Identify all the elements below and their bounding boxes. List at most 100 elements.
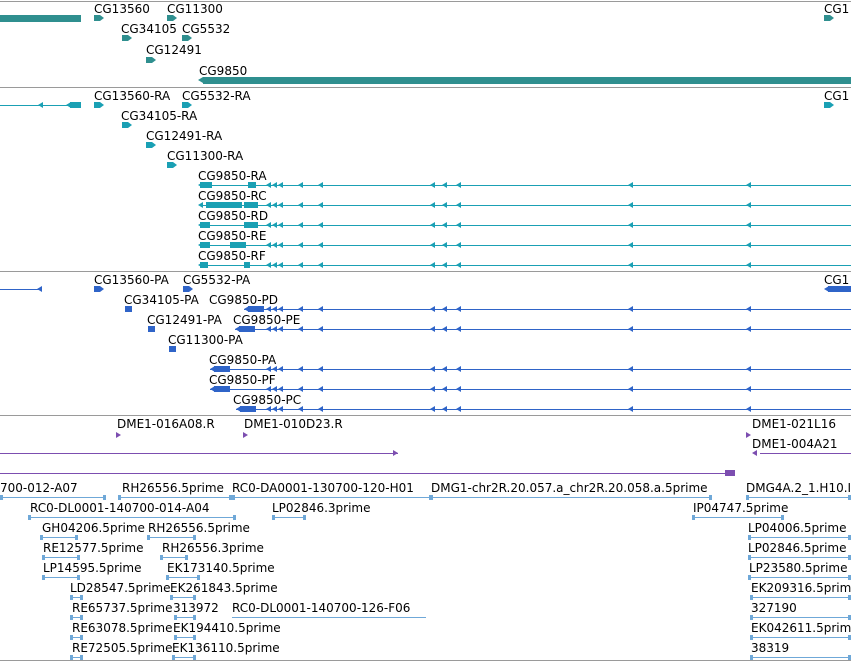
- est-glyph[interactable]: [80, 635, 83, 640]
- est-glyph[interactable]: [692, 515, 695, 520]
- transcript-glyph[interactable]: [298, 202, 303, 208]
- gene-label[interactable]: CG13560: [94, 2, 150, 16]
- protein-glyph[interactable]: [628, 366, 633, 372]
- est-label[interactable]: 313972: [173, 601, 219, 615]
- protein-glyph[interactable]: [169, 346, 176, 352]
- est-glyph[interactable]: [748, 535, 751, 540]
- est-glyph[interactable]: [172, 655, 175, 660]
- protein-glyph[interactable]: [456, 386, 461, 392]
- est-label[interactable]: 700-012-A07: [0, 481, 78, 495]
- est-glyph[interactable]: [197, 575, 200, 580]
- transcript-glyph[interactable]: [746, 182, 751, 188]
- est-glyph[interactable]: [118, 495, 121, 500]
- est-glyph[interactable]: [160, 555, 163, 560]
- protein-glyph[interactable]: [272, 306, 277, 312]
- protein-label[interactable]: CG11300-PA: [168, 333, 243, 347]
- transcript-glyph[interactable]: [244, 262, 250, 268]
- transcript-glyph[interactable]: [442, 182, 447, 188]
- est-glyph[interactable]: [193, 655, 196, 660]
- transcript-glyph[interactable]: [824, 102, 830, 108]
- est-glyph[interactable]: [80, 655, 83, 660]
- transcript-glyph[interactable]: [167, 162, 173, 168]
- transcript-glyph[interactable]: [628, 182, 633, 188]
- transcript-glyph[interactable]: [198, 182, 203, 188]
- transcript-glyph[interactable]: [278, 182, 283, 188]
- protein-glyph[interactable]: [183, 286, 189, 292]
- bac-end-label[interactable]: DME1-021L16: [752, 417, 836, 431]
- gene-glyph[interactable]: [203, 77, 851, 84]
- transcript-glyph[interactable]: [198, 222, 203, 228]
- protein-glyph[interactable]: [442, 366, 447, 372]
- protein-glyph[interactable]: [266, 366, 271, 372]
- bac-end-label[interactable]: DME1-016A08.R: [117, 417, 215, 431]
- gene-glyph[interactable]: [152, 57, 156, 63]
- bac-end-glyph[interactable]: [116, 432, 121, 438]
- transcript-glyph[interactable]: [278, 262, 283, 268]
- transcript-glyph[interactable]: [298, 262, 303, 268]
- est-glyph[interactable]: [147, 535, 150, 540]
- transcript-label[interactable]: CG9850-RA: [198, 169, 267, 183]
- est-glyph[interactable]: [746, 495, 749, 500]
- transcript-glyph[interactable]: [456, 262, 461, 268]
- protein-glyph[interactable]: [189, 286, 193, 292]
- protein-glyph[interactable]: [628, 406, 633, 412]
- est-label[interactable]: EK173140.5prime: [167, 561, 275, 575]
- protein-glyph[interactable]: [298, 306, 303, 312]
- transcript-glyph[interactable]: [430, 182, 435, 188]
- transcript-glyph[interactable]: [244, 202, 258, 208]
- est-label[interactable]: EK136110.5prime: [172, 641, 280, 655]
- est-glyph[interactable]: [77, 575, 80, 580]
- transcript-glyph[interactable]: [173, 162, 177, 168]
- protein-label[interactable]: CG1: [824, 273, 850, 287]
- est-label[interactable]: LP02846.5prime: [748, 541, 847, 555]
- gene-glyph[interactable]: [128, 35, 132, 41]
- protein-glyph[interactable]: [244, 306, 249, 312]
- est-label[interactable]: RE12577.5prime: [43, 541, 144, 555]
- est-label[interactable]: LP02846.3prime: [272, 501, 371, 515]
- est-glyph[interactable]: [185, 555, 188, 560]
- est-glyph[interactable]: [193, 615, 196, 620]
- gene-glyph[interactable]: [167, 15, 173, 21]
- gene-glyph[interactable]: [188, 35, 192, 41]
- est-glyph[interactable]: [848, 595, 851, 600]
- transcript-glyph[interactable]: [272, 202, 277, 208]
- protein-glyph[interactable]: [430, 406, 435, 412]
- transcript-label[interactable]: CG5532-RA: [182, 89, 251, 103]
- protein-glyph[interactable]: [272, 406, 277, 412]
- protein-glyph[interactable]: [430, 306, 435, 312]
- protein-label[interactable]: CG9850-PC: [233, 393, 302, 407]
- transcript-glyph[interactable]: [266, 202, 271, 208]
- protein-glyph[interactable]: [746, 386, 751, 392]
- transcript-glyph[interactable]: [442, 262, 447, 268]
- est-glyph[interactable]: [272, 515, 275, 520]
- est-glyph[interactable]: [848, 655, 851, 660]
- transcript-glyph[interactable]: [198, 242, 203, 248]
- est-glyph[interactable]: [70, 655, 73, 660]
- gene-glyph[interactable]: [0, 15, 81, 22]
- est-glyph[interactable]: [70, 595, 73, 600]
- est-label[interactable]: DMG1-chr2R.20.057.a_chr2R.20.058.a.5prim…: [431, 481, 708, 495]
- est-label[interactable]: LP14595.5prime: [43, 561, 142, 575]
- est-glyph[interactable]: [750, 635, 753, 640]
- protein-glyph[interactable]: [298, 366, 303, 372]
- protein-glyph[interactable]: [272, 366, 277, 372]
- transcript-glyph[interactable]: [456, 222, 461, 228]
- protein-glyph[interactable]: [298, 386, 303, 392]
- transcript-glyph[interactable]: [188, 102, 192, 108]
- gene-label[interactable]: CG11300: [167, 2, 223, 16]
- protein-glyph[interactable]: [456, 366, 461, 372]
- est-glyph[interactable]: [28, 515, 31, 520]
- est-label[interactable]: RC0-DL0001-140700-014-A04: [30, 501, 210, 515]
- protein-label[interactable]: CG12491-PA: [147, 313, 222, 327]
- est-glyph[interactable]: [80, 615, 83, 620]
- est-label[interactable]: EK209316.5prime: [751, 581, 851, 595]
- est-glyph[interactable]: [748, 555, 751, 560]
- est-glyph[interactable]: [70, 635, 73, 640]
- transcript-glyph[interactable]: [746, 262, 751, 268]
- protein-glyph[interactable]: [266, 406, 271, 412]
- protein-glyph[interactable]: [278, 306, 283, 312]
- est-glyph[interactable]: [750, 615, 753, 620]
- transcript-glyph[interactable]: [746, 222, 751, 228]
- protein-glyph[interactable]: [442, 406, 447, 412]
- protein-glyph[interactable]: [214, 386, 230, 392]
